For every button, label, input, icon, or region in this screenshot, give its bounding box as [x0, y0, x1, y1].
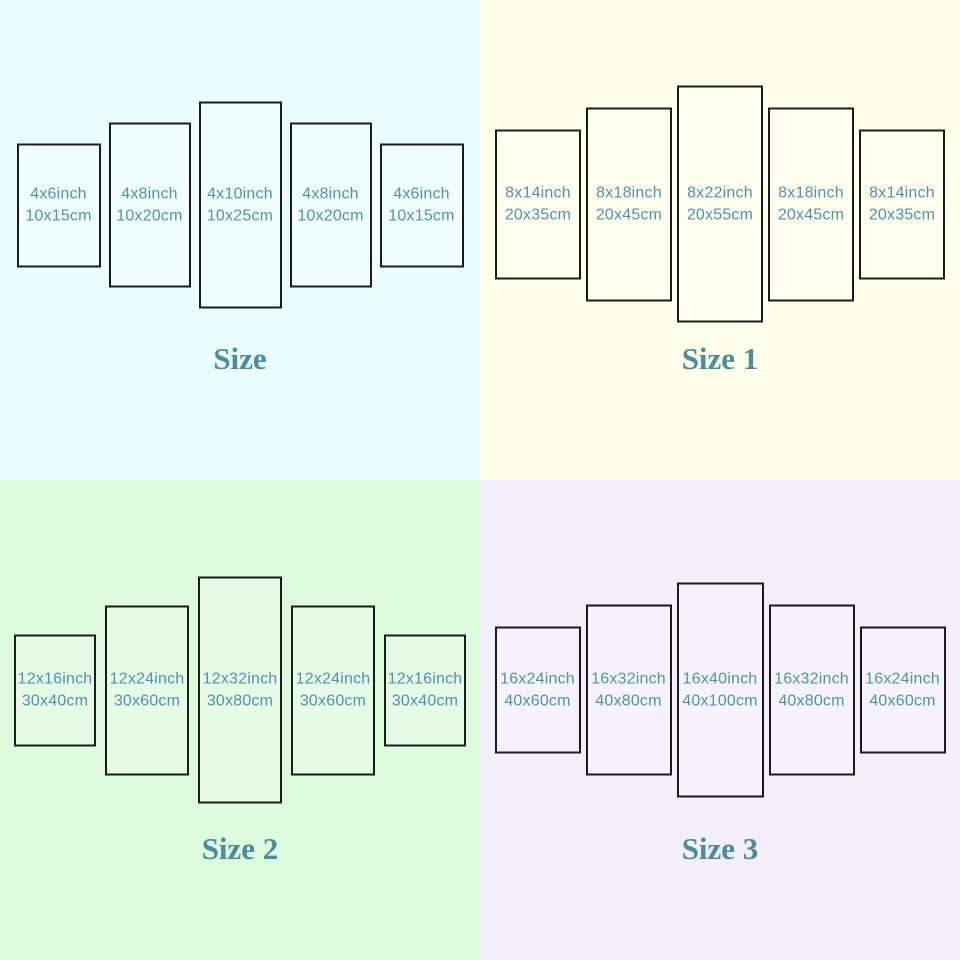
panel-size-inch: 4x8inch	[121, 185, 178, 202]
panel-group: 8x14inch 20x35cm 8x18inch 20x45cm 8x22in…	[480, 85, 960, 323]
panel-size-inch: 12x24inch	[295, 670, 371, 687]
panel-size-inch: 8x22inch	[687, 184, 753, 201]
panel: 12x24inch 30x60cm	[105, 605, 189, 775]
panel-size-inch: 4x8inch	[302, 185, 359, 202]
panel: 12x24inch 30x60cm	[291, 605, 375, 775]
panel-size-cm: 10x20cm	[297, 207, 364, 224]
panel-size-cm: 40x80cm	[778, 692, 845, 709]
quadrant-title: Size	[213, 341, 267, 376]
panel-size-inch: 16x24inch	[865, 670, 940, 687]
panel: 16x24inch 40x60cm	[859, 626, 946, 754]
quadrant-size-1: 8x14inch 20x35cm 8x18inch 20x45cm 8x22in…	[480, 0, 960, 480]
panel: 12x32inch 30x80cm	[198, 576, 282, 804]
panel: 4x6inch 10x15cm	[16, 143, 101, 267]
panel-size-inch: 4x6inch	[30, 185, 87, 202]
panel: 8x14inch 20x35cm	[495, 129, 581, 279]
quadrant-title: Size 1	[681, 341, 759, 376]
panel-group: 16x24inch 40x60cm 16x32inch 40x80cm 16x4…	[480, 582, 960, 798]
panel-group: 12x16inch 30x40cm 12x24inch 30x60cm 12x3…	[0, 576, 480, 804]
quadrant-size-3: 16x24inch 40x60cm 16x32inch 40x80cm 16x4…	[480, 480, 960, 960]
panel: 8x22inch 20x55cm	[677, 85, 763, 323]
panel-size-cm: 40x100cm	[682, 692, 758, 709]
panel-size-cm: 40x60cm	[869, 692, 936, 709]
panel-size-inch: 4x6inch	[393, 185, 450, 202]
panel: 12x16inch 30x40cm	[14, 634, 96, 746]
quadrant-size-2: 12x16inch 30x40cm 12x24inch 30x60cm 12x3…	[0, 480, 480, 960]
panel-size-cm: 20x55cm	[686, 206, 754, 223]
panel-size-cm: 30x60cm	[113, 692, 181, 709]
quadrant-title: Size 3	[681, 831, 759, 866]
panel: 4x6inch 10x15cm	[379, 143, 464, 267]
panel-group: 4x6inch 10x15cm 4x8inch 10x20cm 4x10inch…	[0, 101, 480, 309]
panel-size-inch: 16x32inch	[591, 670, 666, 687]
panel-size-cm: 10x20cm	[116, 207, 183, 224]
panel: 16x32inch 40x80cm	[768, 604, 855, 776]
panel-size-inch: 12x16inch	[17, 670, 93, 687]
panel: 8x18inch 20x45cm	[586, 107, 672, 301]
panel: 8x18inch 20x45cm	[768, 107, 854, 301]
panel-size-inch: 8x14inch	[505, 184, 571, 201]
quadrant-title: Size 2	[201, 831, 279, 866]
panel-size-inch: 8x18inch	[778, 184, 844, 201]
panel-size-cm: 40x80cm	[595, 692, 662, 709]
panel-size-cm: 10x25cm	[206, 207, 274, 224]
panel-size-cm: 20x45cm	[777, 206, 845, 223]
panel: 8x14inch 20x35cm	[859, 129, 945, 279]
panel: 16x40inch 40x100cm	[676, 582, 764, 798]
panel-size-inch: 8x14inch	[869, 184, 935, 201]
panel: 4x8inch 10x20cm	[108, 122, 191, 288]
panel-size-cm: 30x40cm	[21, 692, 89, 709]
panel-size-inch: 4x10inch	[207, 185, 273, 202]
panel-size-inch: 8x18inch	[596, 184, 662, 201]
panel-size-cm: 30x60cm	[299, 692, 367, 709]
panel-size-cm: 30x80cm	[206, 692, 274, 709]
panel-size-inch: 12x24inch	[109, 670, 185, 687]
panel-size-cm: 20x35cm	[504, 206, 572, 223]
panel-size-cm: 10x15cm	[25, 207, 92, 224]
panel-size-inch: 12x16inch	[387, 670, 463, 687]
panel: 4x8inch 10x20cm	[289, 122, 372, 288]
panel-size-inch: 16x40inch	[682, 670, 758, 687]
panel-size-cm: 10x15cm	[388, 207, 455, 224]
panel-size-cm: 20x45cm	[595, 206, 663, 223]
panel: 4x10inch 10x25cm	[198, 101, 282, 309]
panel-size-inch: 16x32inch	[774, 670, 849, 687]
panel-size-inch: 16x24inch	[500, 670, 575, 687]
quadrant-size: 4x6inch 10x15cm 4x8inch 10x20cm 4x10inch…	[0, 0, 480, 480]
panel: 12x16inch 30x40cm	[384, 634, 466, 746]
panel: 16x24inch 40x60cm	[494, 626, 581, 754]
panel-size-inch: 12x32inch	[202, 670, 278, 687]
panel: 16x32inch 40x80cm	[585, 604, 672, 776]
panel-size-cm: 20x35cm	[868, 206, 936, 223]
panel-size-cm: 40x60cm	[504, 692, 571, 709]
panel-size-cm: 30x40cm	[391, 692, 459, 709]
